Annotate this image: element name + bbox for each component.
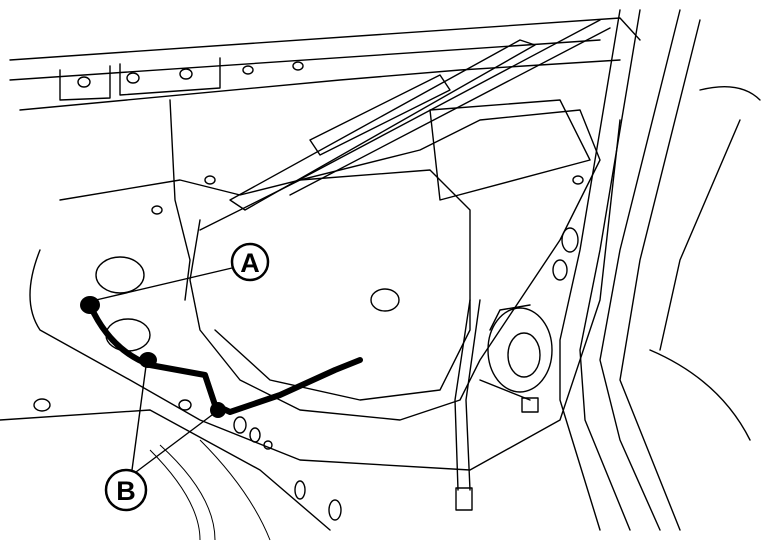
callout-b: B	[104, 365, 217, 512]
harness-clip	[80, 296, 100, 314]
speaker	[487, 304, 553, 393]
door-sill	[149, 439, 271, 541]
door-lock-rods	[229, 19, 611, 211]
door-upper-frame	[9, 17, 641, 111]
callout-b-label: B	[116, 476, 136, 506]
wiring-harness	[80, 296, 363, 418]
callout-a: A	[95, 242, 270, 301]
hanging-cable	[454, 299, 539, 511]
harness-clip	[210, 402, 226, 418]
door-pillar	[559, 9, 761, 531]
callout-a-label: A	[240, 248, 260, 278]
door-inner-panel	[0, 99, 621, 531]
harness-clip	[139, 352, 157, 368]
